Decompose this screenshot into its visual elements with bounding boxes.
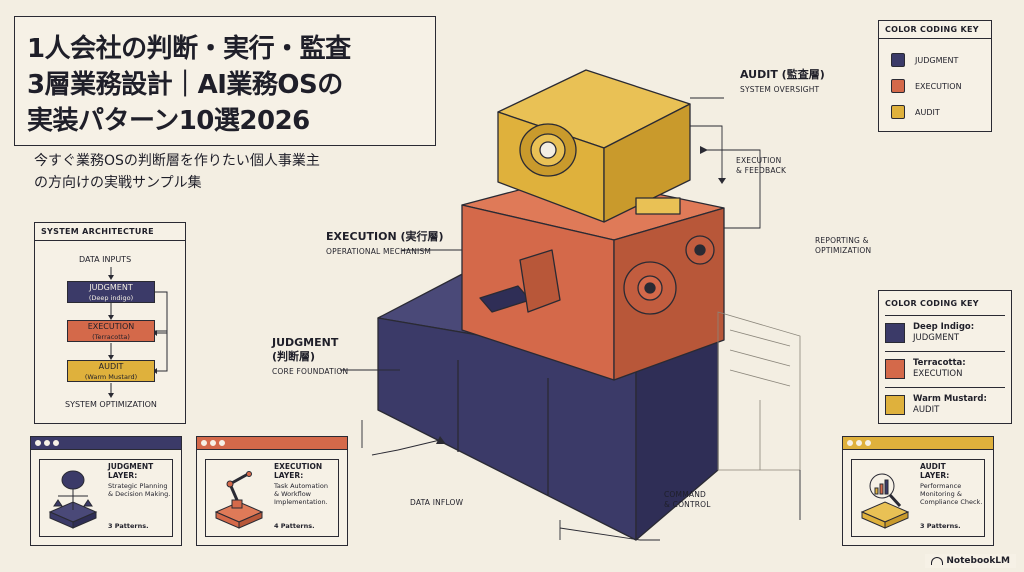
arch-system-optimization: SYSTEM OPTIMIZATION <box>65 400 157 409</box>
notebooklm-watermark: NotebookLM <box>925 554 1016 568</box>
subtitle-line-1: 今すぐ業務OSの判断層を作りたい個人事業主 <box>34 153 320 169</box>
judgment-layer-title: JUDGMENT <box>272 336 339 349</box>
title-panel: 1人会社の判断・実行・監査 3層業務設計｜AI業務OSの 実装パターン10選20… <box>14 16 436 146</box>
audit-card-desc: Performance Monitoring & Compliance Chec… <box>920 482 983 506</box>
audit-layer-title: AUDIT (監査層) <box>740 68 825 81</box>
execution-layer-title: EXECUTION (実行層) <box>326 230 444 243</box>
key-bottom-indigo-label: Deep Indigo:JUDGMENT <box>913 322 975 343</box>
arch-audit-name: AUDIT <box>98 362 124 371</box>
reporting-label-1: REPORTING & <box>815 236 869 245</box>
audit-card-count: 3 Patterns. <box>920 522 961 530</box>
connector-arm <box>635 197 681 215</box>
title-line-3: 実装パターン10選2026 <box>27 106 310 136</box>
audit-cube-icon <box>891 105 905 119</box>
judgment-layer-title-jp: (判断層) <box>272 350 316 363</box>
judgment-layer-card: JUDGMENT LAYER: Strategic Planning & Dec… <box>30 436 182 546</box>
key-bottom-indigo: Deep Indigo:JUDGMENT <box>885 315 1005 350</box>
command-label-1: COMMAND <box>664 490 706 499</box>
system-architecture-heading: SYSTEM ARCHITECTURE <box>35 223 185 241</box>
audit-card-title: AUDIT LAYER: <box>920 462 950 480</box>
color-key-bottom-heading: COLOR CODING KEY <box>885 299 979 308</box>
system-architecture-panel: SYSTEM ARCHITECTURE DATA INPUTS JUDGMENT… <box>34 222 186 424</box>
execution-card-titlebar <box>197 437 347 450</box>
judgment-cube-icon <box>891 53 905 67</box>
execution-layer-card: EXECUTION LAYER: Task Automation & Workf… <box>196 436 348 546</box>
execution-feedback-label-1: EXECUTION <box>736 156 782 165</box>
color-key-top: COLOR CODING KEY JUDGMENT EXECUTION AUDI… <box>878 20 992 132</box>
color-key-bottom: COLOR CODING KEY Deep Indigo:JUDGMENT Te… <box>878 290 1012 424</box>
audit-layer-sub: SYSTEM OVERSIGHT <box>740 85 820 94</box>
arch-audit-box: AUDIT (Warm Mustard) <box>67 360 155 382</box>
arch-audit-sub: (Warm Mustard) <box>84 373 138 381</box>
key-bottom-mustard: Warm Mustard:AUDIT <box>885 387 1005 422</box>
key-top-judgment: JUDGMENT <box>891 53 958 67</box>
execution-card-count: 4 Patterns. <box>274 522 315 530</box>
audit-block-side <box>603 103 691 223</box>
execution-layer-sub: OPERATIONAL MECHANISM <box>326 247 432 256</box>
reporting-label-2: OPTIMIZATION <box>815 246 872 255</box>
execution-feedback-label-2: & FEEDBACK <box>736 166 787 175</box>
terracotta-swatch <box>885 359 905 379</box>
indigo-swatch <box>885 323 905 343</box>
color-key-top-heading: COLOR CODING KEY <box>879 21 991 39</box>
judgment-card-titlebar <box>31 437 181 450</box>
brain-scale-icon <box>48 470 98 529</box>
key-top-audit-label: AUDIT <box>915 107 940 117</box>
key-bottom-terracotta: Terracotta:EXECUTION <box>885 351 1005 386</box>
arch-execution-sub: (Terracotta) <box>92 333 130 341</box>
audit-layer-card: AUDIT LAYER: Performance Monitoring & Co… <box>842 436 994 546</box>
key-top-judgment-label: JUDGMENT <box>915 55 959 65</box>
arch-data-inputs: DATA INPUTS <box>79 255 132 264</box>
notebooklm-logo-icon <box>931 557 944 565</box>
key-top-audit: AUDIT <box>891 105 940 119</box>
execution-cube-icon <box>891 79 905 93</box>
arch-judgment-name: JUDGMENT <box>89 283 133 292</box>
notebooklm-label: NotebookLM <box>946 556 1010 566</box>
arch-execution-name: EXECUTION <box>87 322 135 331</box>
title-line-1: 1人会社の判断・実行・監査 <box>27 34 351 64</box>
execution-card-desc: Task Automation & Workflow Implementatio… <box>274 482 328 506</box>
key-bottom-mustard-label: Warm Mustard:AUDIT <box>913 394 987 415</box>
arch-judgment-sub: (Deep indigo) <box>88 294 134 302</box>
data-inflow-label: DATA INFLOW <box>410 498 464 507</box>
arch-execution-box: EXECUTION (Terracotta) <box>67 320 155 342</box>
mustard-swatch <box>885 395 905 415</box>
judgment-card-title: JUDGMENT LAYER: <box>108 462 154 480</box>
architecture-flow-arrows <box>108 267 168 398</box>
subtitle-line-2: の方向けの実戦サンプル集 <box>34 175 202 191</box>
robot-arm-icon <box>214 471 264 529</box>
magnifier-chart-icon <box>860 473 910 529</box>
judgment-card-desc: Strategic Planning & Decision Making. <box>108 482 171 498</box>
arch-judgment-box: JUDGMENT (Deep indigo) <box>67 281 155 303</box>
command-label-2: & CONTROL <box>664 500 711 509</box>
key-top-execution: EXECUTION <box>891 79 962 93</box>
judgment-card-count: 3 Patterns. <box>108 522 149 530</box>
key-bottom-terracotta-label: Terracotta:EXECUTION <box>913 358 966 379</box>
title-line-2: 3層業務設計｜AI業務OSの <box>27 70 343 100</box>
audit-card-titlebar <box>843 437 993 450</box>
key-top-execution-label: EXECUTION <box>915 81 962 91</box>
execution-card-title: EXECUTION LAYER: <box>274 462 323 480</box>
judgment-layer-sub: CORE FOUNDATION <box>272 367 349 376</box>
